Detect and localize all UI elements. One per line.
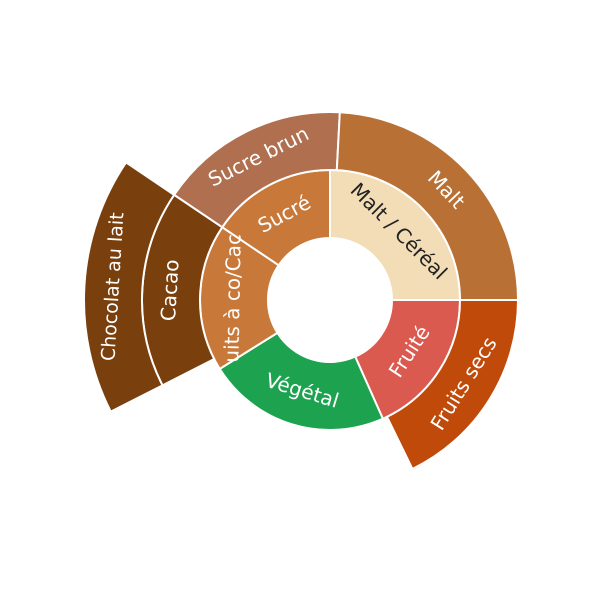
label-cacao: Cacao — [156, 259, 184, 322]
label-fruits-a-coque-cacao: uits à co/Cac — [219, 234, 245, 363]
segment-vegetal[interactable] — [218, 331, 385, 431]
segment-chocolat-au-lait[interactable] — [83, 161, 176, 414]
segment-fruits-secs[interactable] — [385, 299, 520, 471]
